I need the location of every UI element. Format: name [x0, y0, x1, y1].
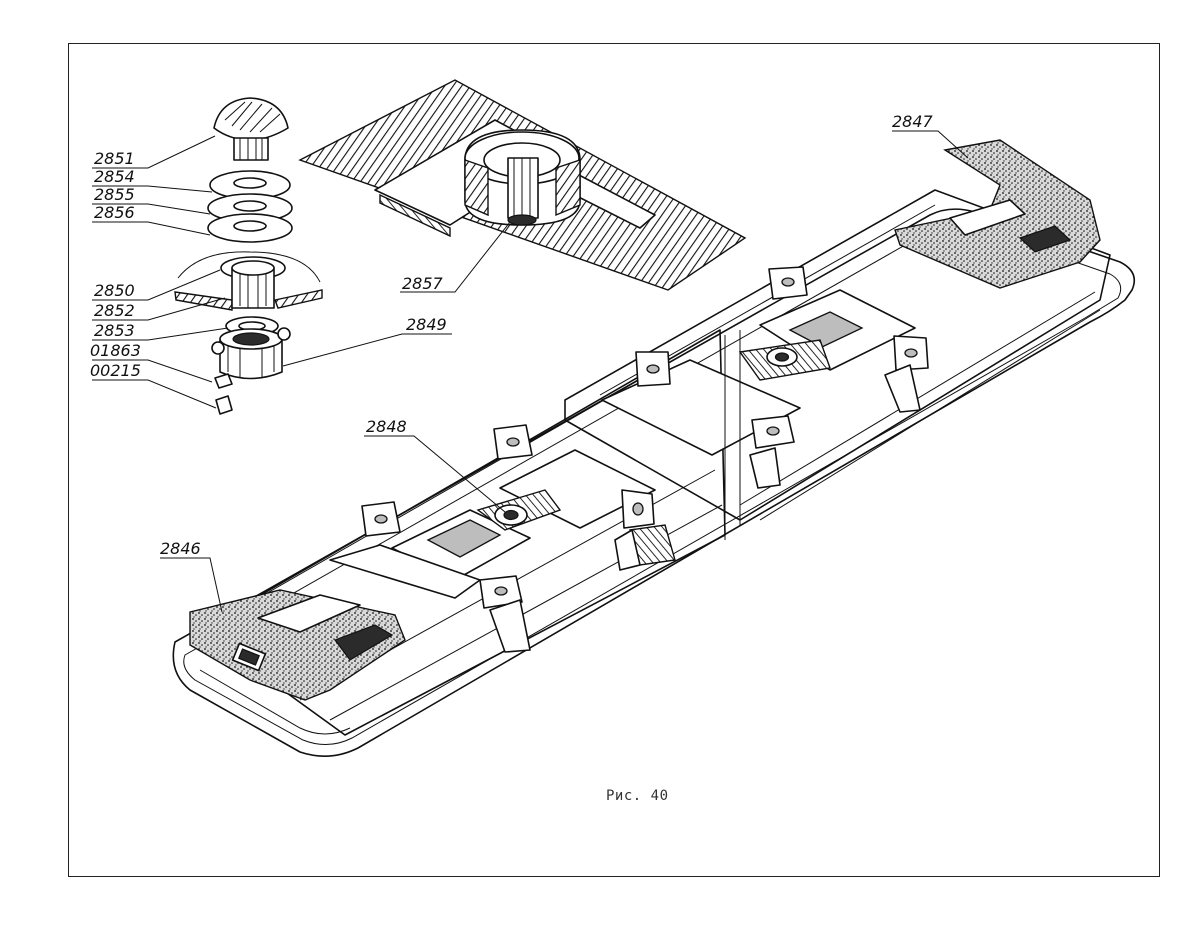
nut-01863 [214, 373, 233, 389]
label-01863: 01863 [90, 341, 141, 360]
section-detail-2857 [298, 79, 747, 291]
bolt-00215 [215, 395, 233, 415]
label-00215: 00215 [90, 361, 141, 380]
label-2846: 2846 [160, 539, 201, 558]
label-2855: 2855 [94, 185, 135, 204]
label-2852: 2852 [94, 301, 135, 320]
right-frame-body [564, 189, 1111, 521]
label-2847: 2847 [892, 112, 934, 131]
mounting-pads [361, 266, 929, 609]
label-2854: 2854 [94, 167, 135, 186]
label-2850: 2850 [94, 281, 135, 300]
base-frame-assembly [172, 139, 1136, 757]
figure-caption: Рис. 40 [606, 788, 669, 804]
label-2856: 2856 [94, 203, 135, 222]
label-2851: 2851 [94, 149, 135, 168]
cap-2851 [213, 97, 289, 141]
label-2848: 2848 [366, 417, 407, 436]
buffer-exploded-stack [174, 97, 323, 415]
label-2853: 2853 [94, 321, 135, 340]
leader-lines [92, 130, 969, 613]
drawing-frame [68, 43, 1160, 877]
callout-labels: 2851 2854 2855 2856 2850 2852 2853 2849 … [90, 112, 934, 558]
left-upper-plate [499, 449, 656, 529]
tray-outline [172, 208, 1136, 757]
label-2857: 2857 [402, 274, 444, 293]
label-2849: 2849 [406, 315, 447, 334]
